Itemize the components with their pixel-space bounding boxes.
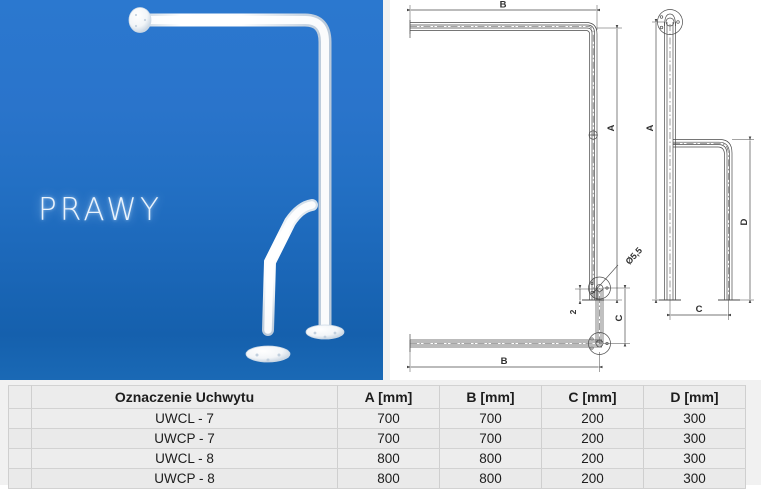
cell-dim-d: 300 (643, 468, 746, 489)
flange-screw-hole (333, 331, 337, 335)
cell-dim-b: 800 (439, 448, 542, 469)
table-header-row: Oznaczenie Uchwytu A [mm] B [mm] C [mm] … (8, 385, 746, 409)
dim-label-b-plan: B (501, 356, 508, 367)
dim-label-a: A (606, 124, 617, 131)
wall-mount-flange (128, 7, 152, 33)
front-elevation-view: B A 2 (406, 0, 622, 314)
technical-drawings: B A 2 (406, 0, 754, 372)
cell-designation: UWCL - 8 (31, 448, 338, 469)
grab-bar-product-illustration (128, 7, 345, 363)
header-dim-c: C [mm] (541, 385, 644, 409)
header-dim-a: A [mm] (337, 385, 440, 409)
cell-designation: UWCP - 8 (31, 468, 338, 489)
row-spacer (8, 428, 32, 449)
cell-dim-d: 300 (643, 428, 746, 449)
header-spacer (8, 385, 32, 409)
cell-dim-b: 700 (439, 408, 542, 429)
cell-designation: UWCP - 7 (31, 428, 338, 449)
flange-screw-hole (134, 13, 138, 17)
header-designation: Oznaczenie Uchwytu (31, 385, 338, 409)
table-row: UWCP - 7 700 700 200 300 (8, 428, 746, 449)
flange-screw-hole (277, 353, 281, 357)
dim-label-c-side: C (696, 304, 703, 315)
cell-dim-c: 200 (541, 468, 644, 489)
cell-dim-a: 800 (337, 468, 440, 489)
cell-dim-a: 700 (337, 428, 440, 449)
header-dim-b: B [mm] (439, 385, 542, 409)
side-elevation-view: A D C (645, 9, 754, 320)
plan-view: Ø5,5 C B (406, 245, 644, 372)
flange-screw-hole (266, 358, 270, 362)
floor-mount-flange (245, 345, 291, 363)
top-area: PRAWY (0, 0, 761, 380)
support-leg-highlight (264, 201, 316, 334)
product-variant-label: PRAWY (38, 192, 163, 228)
cell-dim-c: 200 (541, 448, 644, 469)
dim-label-b: B (500, 0, 507, 11)
flange-screw-hole (134, 24, 138, 28)
cell-dim-a: 800 (337, 448, 440, 469)
technical-drawing-panel: B A 2 (390, 0, 761, 380)
row-spacer (8, 468, 32, 489)
cell-designation: UWCL - 7 (31, 408, 338, 429)
cell-dim-d: 300 (643, 408, 746, 429)
floor-mount-flange (305, 324, 345, 340)
cell-dim-a: 700 (337, 408, 440, 429)
row-spacer (8, 448, 32, 469)
table-row: UWCP - 8 800 800 200 300 (8, 468, 746, 489)
cell-dim-d: 300 (643, 448, 746, 469)
dim-label-a-side: A (645, 124, 656, 131)
table-body: UWCL - 7 700 700 200 300 UWCP - 7 700 70… (8, 408, 746, 489)
table-row: UWCL - 8 800 800 200 300 (8, 448, 746, 469)
specification-table-wrapper: Oznaczenie Uchwytu A [mm] B [mm] C [mm] … (0, 380, 761, 489)
main-tube (133, 13, 332, 337)
dim-label-2: 2 (568, 309, 578, 314)
flange-screw-hole (313, 331, 317, 335)
cell-dim-c: 200 (541, 408, 644, 429)
header-dim-d: D [mm] (643, 385, 746, 409)
dim-label-d: D (739, 218, 750, 225)
cell-dim-b: 700 (439, 428, 542, 449)
specification-table: Oznaczenie Uchwytu A [mm] B [mm] C [mm] … (8, 385, 746, 489)
callout-hole-diameter: Ø5,5 (623, 245, 644, 266)
flange-screw-hole (323, 335, 327, 339)
cell-dim-c: 200 (541, 428, 644, 449)
product-photo-panel: PRAWY (0, 0, 383, 380)
table-header: Oznaczenie Uchwytu A [mm] B [mm] C [mm] … (8, 385, 746, 409)
cell-dim-b: 800 (439, 468, 542, 489)
flange-screw-hole (143, 18, 147, 22)
dim-label-c-plan: C (614, 314, 625, 321)
main-tube-highlight (136, 16, 329, 334)
row-spacer (8, 408, 32, 429)
table-row: UWCL - 7 700 700 200 300 (8, 408, 746, 429)
flange-screw-hole (255, 353, 259, 357)
